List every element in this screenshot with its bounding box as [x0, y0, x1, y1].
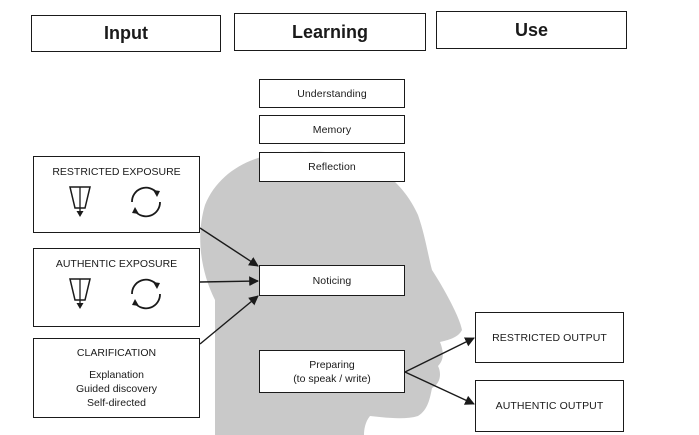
header-use: Use [436, 11, 627, 49]
header-use-label: Use [514, 19, 549, 40]
funnel-icon [68, 278, 91, 309]
restricted-output-label: RESTRICTED OUTPUT [492, 331, 607, 344]
memory-box: Memory [259, 115, 405, 144]
clarification-box: CLARIFICATION Explanation Guided discove… [33, 338, 200, 418]
authentic-exposure-label: AUTHENTIC EXPOSURE [55, 258, 178, 270]
arrow-clarification-to-noticing [199, 295, 259, 345]
arrow-authentic-to-noticing [199, 276, 259, 287]
restricted-output-box: RESTRICTED OUTPUT [475, 312, 624, 363]
cycle-icon [130, 278, 161, 310]
restricted-exposure-icons [68, 184, 166, 220]
restricted-exposure-box: RESTRICTED EXPOSURE [33, 156, 200, 233]
authentic-exposure-box: AUTHENTIC EXPOSURE [33, 248, 200, 327]
funnel-icon [68, 186, 91, 217]
authentic-output-box: AUTHENTIC OUTPUT [475, 380, 624, 432]
preparing-label: Preparing [309, 358, 355, 371]
noticing-label: Noticing [312, 274, 352, 287]
arrow-restricted-to-noticing [199, 227, 259, 267]
arrow-preparing-to-authentic-output [404, 371, 475, 405]
understanding-box: Understanding [259, 79, 405, 108]
reflection-box: Reflection [259, 152, 405, 182]
header-learning-label: Learning [291, 21, 368, 42]
authentic-exposure-icons [68, 276, 166, 312]
authentic-output-label: AUTHENTIC OUTPUT [495, 400, 604, 412]
memory-label: Memory [312, 123, 352, 136]
header-input-label: Input [104, 23, 148, 43]
reflection-label: Reflection [308, 161, 356, 173]
clarification-item: Explanation [89, 369, 144, 381]
cycle-icon [130, 186, 161, 218]
understanding-label: Understanding [297, 87, 367, 100]
arrow-preparing-to-restricted-output [404, 337, 475, 373]
preparing-sublabel: (to speak / write) [293, 372, 371, 385]
clarification-item: Guided discovery [75, 383, 158, 395]
preparing-box: Preparing (to speak / write) [259, 350, 405, 393]
header-learning: Learning [234, 13, 426, 51]
clarification-item: Self-directed [87, 397, 146, 409]
restricted-exposure-label: RESTRICTED EXPOSURE [52, 166, 181, 178]
noticing-box: Noticing [259, 265, 405, 296]
clarification-title: CLARIFICATION [76, 347, 157, 359]
header-input: Input [31, 15, 221, 52]
